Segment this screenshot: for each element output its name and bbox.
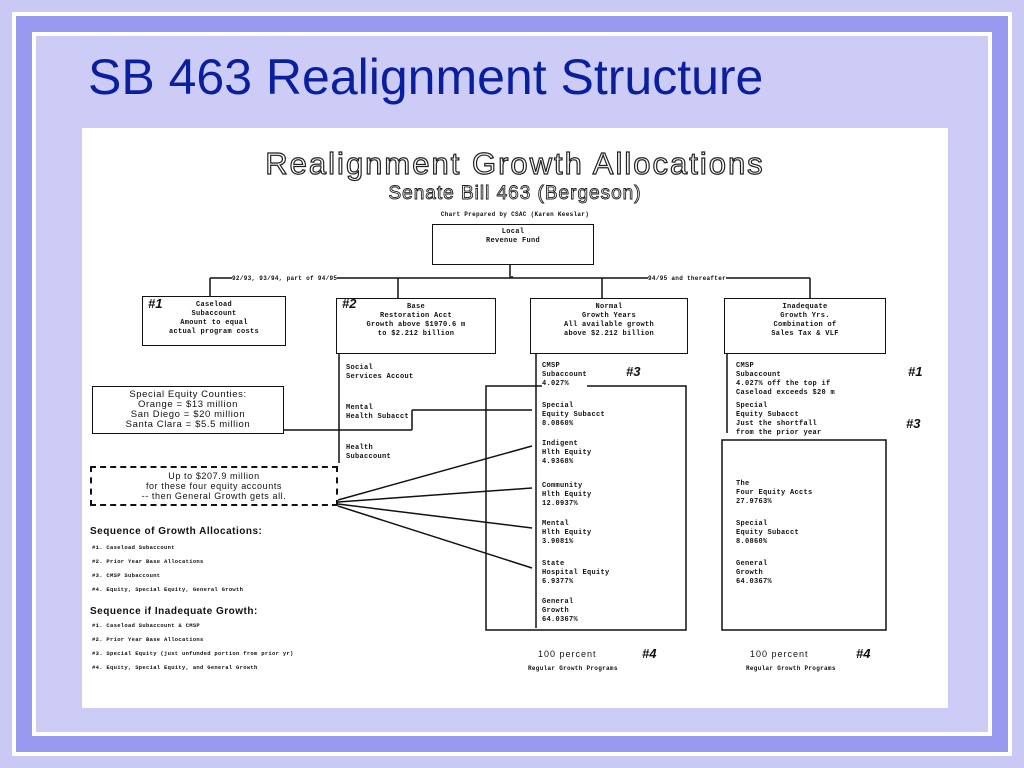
equity-cap-note-box: Up to $207.9 million for these four equi… xyxy=(90,466,338,506)
sequence-inadequate-item: #2. Prior Year Base Allocations xyxy=(92,636,204,643)
caseload-subaccount-label: Caseload Subaccount Amount to equal actu… xyxy=(168,301,259,336)
sequence-inadequate-item: #1. Caseload Subaccount & CMSP xyxy=(92,622,201,629)
sequence-inadequate-item: #3. Special Equity (just unfunded portio… xyxy=(92,650,294,657)
sequence-growth-item: #1. Caseload Subaccount xyxy=(92,544,175,551)
inadequate-footer-priority-number: #4 xyxy=(856,646,871,661)
normal-footer-priority-number: #4 xyxy=(642,646,657,661)
sequence-inadequate-item: #4. Equity, Special Equity, and General … xyxy=(92,664,258,671)
equity-cap-line-3: -- then General Growth gets all. xyxy=(141,491,287,501)
normal-footer-label: Regular Growth Programs xyxy=(528,665,618,672)
normal-footer-percent: 100 percent xyxy=(538,649,597,659)
inadequate-footer-percent: 100 percent xyxy=(750,649,809,659)
inadequate-special-priority-number: #3 xyxy=(906,416,921,431)
equity-cap-line-1: Up to $207.9 million xyxy=(168,471,260,481)
special-equity-counties-box: Special Equity Counties: Orange = $13 mi… xyxy=(92,386,284,434)
inadequate-special-equity-shortfall: Special Equity Subacct Just the shortfal… xyxy=(736,402,822,437)
base-restoration-label: Base Restoration Acct Growth above $1970… xyxy=(366,303,466,338)
equity-cap-line-2: for these four equity accounts xyxy=(145,481,283,491)
sequence-growth-item: #4. Equity, Special Equity, General Grow… xyxy=(92,586,244,593)
period-left-label: 92/93, 93/94, part of 94/95 xyxy=(232,274,338,283)
diagram-subtitle: Senate Bill 463 (Bergeson) xyxy=(388,183,642,205)
health-subaccount: Health Subaccount xyxy=(346,444,392,461)
social-services-subaccount: Social Services Accout xyxy=(346,364,414,381)
equity-county-santa-clara: Santa Clara = $5.5 million xyxy=(125,419,251,430)
diagram-credit: Chart Prepared by CSAC (Karen Keeslar) xyxy=(440,211,590,218)
inadequate-special-equity-subaccount: Special Equity Subacct 8.0860% xyxy=(736,520,800,546)
local-revenue-fund-label: Local Revenue Fund xyxy=(485,228,540,245)
inadequate-growth-label: Inadequate Growth Yrs. Combination of Sa… xyxy=(771,303,839,338)
sequence-growth-item: #3. CMSP Subaccount xyxy=(92,572,161,579)
sequence-growth-heading: Sequence of Growth Allocations: xyxy=(90,526,263,537)
inadequate-growth-box: Inadequate Growth Yrs. Combination of Sa… xyxy=(724,298,886,354)
diagram-title: Realignment Growth Allocations xyxy=(265,145,765,181)
inadequate-cmsp-subaccount: CMSP Subaccount 4.027% off the top if Ca… xyxy=(736,362,836,397)
scanned-diagram: Realignment Growth Allocations Senate Bi… xyxy=(82,128,948,708)
equity-county-orange: Orange = $13 million xyxy=(138,399,238,410)
slide-title: SB 463 Realignment Structure xyxy=(88,49,764,105)
mental-health-subaccount: Mental Health Subacct xyxy=(346,404,410,421)
normal-growth-label: Normal Growth Years All available growth… xyxy=(563,303,654,338)
equity-county-san-diego: San Diego = $20 million xyxy=(130,409,246,420)
inadequate-cmsp-priority-number: #1 xyxy=(908,364,923,379)
sequence-growth-item: #2. Prior Year Base Allocations xyxy=(92,558,204,565)
indigent-health-equity: Indigent Hlth Equity 4.9368% xyxy=(542,440,592,466)
caseload-subaccount-box: Caseload Subaccount Amount to equal actu… xyxy=(142,296,286,346)
base-restoration-box: Base Restoration Acct Growth above $1970… xyxy=(336,298,496,354)
special-equity-counties-title: Special Equity Counties: xyxy=(129,389,247,400)
inadequate-footer-label: Regular Growth Programs xyxy=(746,665,836,672)
normal-special-equity-subaccount: Special Equity Subacct 8.0860% xyxy=(542,402,606,428)
state-hospital-equity: State Hospital Equity 6.9377% xyxy=(542,560,610,586)
base-restoration-priority-number: #2 xyxy=(342,296,357,311)
four-equity-accounts: The Four Equity Accts 27.9763% xyxy=(736,480,813,506)
local-revenue-fund-box: Local Revenue Fund xyxy=(432,224,594,265)
normal-cmsp-priority-number: #3 xyxy=(626,364,641,379)
caseload-priority-number: #1 xyxy=(148,296,163,311)
normal-general-growth: General Growth 64.0367% xyxy=(542,598,579,624)
sequence-inadequate-heading: Sequence if Inadequate Growth: xyxy=(90,606,258,617)
period-right-label: 94/95 and thereafter xyxy=(648,274,727,283)
community-health-equity: Community Hlth Equity 12.0937% xyxy=(542,482,592,508)
normal-cmsp-subaccount: CMSP Subaccount 4.027% xyxy=(542,362,588,389)
mental-health-equity: Mental Hlth Equity 3.9081% xyxy=(542,520,592,546)
normal-growth-box: Normal Growth Years All available growth… xyxy=(530,298,688,354)
inadequate-general-growth: General Growth 64.0367% xyxy=(736,560,773,586)
